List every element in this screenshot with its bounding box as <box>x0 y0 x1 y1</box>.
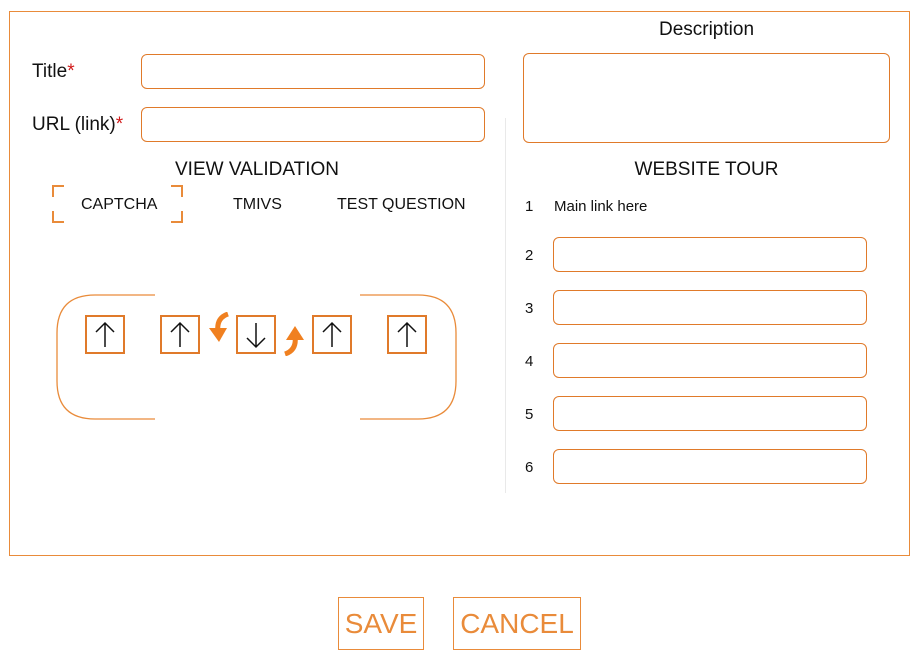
tour-link-input[interactable] <box>553 343 867 378</box>
tour-item-number: 6 <box>525 459 534 476</box>
url-label-text: URL (link) <box>32 114 116 135</box>
required-mark: * <box>115 114 124 135</box>
description-label: Description <box>658 19 755 40</box>
selection-bracket <box>52 185 64 197</box>
selection-bracket <box>171 185 183 197</box>
arrow-up-glyph <box>322 321 342 347</box>
arrow-up-icon[interactable] <box>85 315 125 354</box>
tour-item-number: 1 <box>525 198 534 215</box>
required-mark: * <box>67 61 75 82</box>
tour-link-input[interactable] <box>553 290 867 325</box>
validation-option-label: CAPTCHA <box>81 196 158 213</box>
view-validation-heading: VIEW VALIDATION <box>175 159 339 180</box>
selection-bracket <box>171 211 183 223</box>
tour-link-input[interactable] <box>553 449 867 484</box>
validation-option-tmivs[interactable]: TMIVS <box>233 196 282 213</box>
tour-item-number: 4 <box>525 353 534 370</box>
tour-link-input[interactable] <box>553 237 867 272</box>
title-input[interactable] <box>141 54 485 89</box>
arrow-down-icon[interactable] <box>236 315 276 354</box>
arrow-up-glyph <box>397 321 417 347</box>
url-input[interactable] <box>141 107 485 142</box>
tour-item-number: 2 <box>525 247 534 264</box>
url-label: URL (link)* <box>32 114 123 136</box>
website-tour-heading: WEBSITE TOUR <box>634 159 779 180</box>
arrow-up-icon[interactable] <box>160 315 200 354</box>
save-button[interactable]: SAVE <box>338 597 424 650</box>
arrow-up-icon[interactable] <box>387 315 427 354</box>
curved-arrow-up-icon[interactable] <box>281 324 307 356</box>
reorder-frame <box>56 294 457 420</box>
tour-item-number: 3 <box>525 300 534 317</box>
description-textarea[interactable] <box>523 53 890 143</box>
title-label: Title* <box>32 61 75 83</box>
arrow-up-icon[interactable] <box>312 315 352 354</box>
tour-main-link: Main link here <box>554 198 648 215</box>
tour-item-number: 5 <box>525 406 534 423</box>
validation-option-test-question[interactable]: TEST QUESTION <box>337 196 466 213</box>
validation-option-captcha[interactable]: CAPTCHA <box>52 185 183 223</box>
curved-arrow-down-icon[interactable] <box>206 312 232 344</box>
selection-bracket <box>52 211 64 223</box>
arrow-down-glyph <box>246 322 266 348</box>
column-divider <box>505 118 506 493</box>
tour-link-input[interactable] <box>553 396 867 431</box>
arrow-up-glyph <box>95 321 115 347</box>
form-panel <box>9 11 910 556</box>
cancel-button[interactable]: CANCEL <box>453 597 581 650</box>
title-label-text: Title <box>32 61 68 82</box>
arrow-up-glyph <box>170 321 190 347</box>
